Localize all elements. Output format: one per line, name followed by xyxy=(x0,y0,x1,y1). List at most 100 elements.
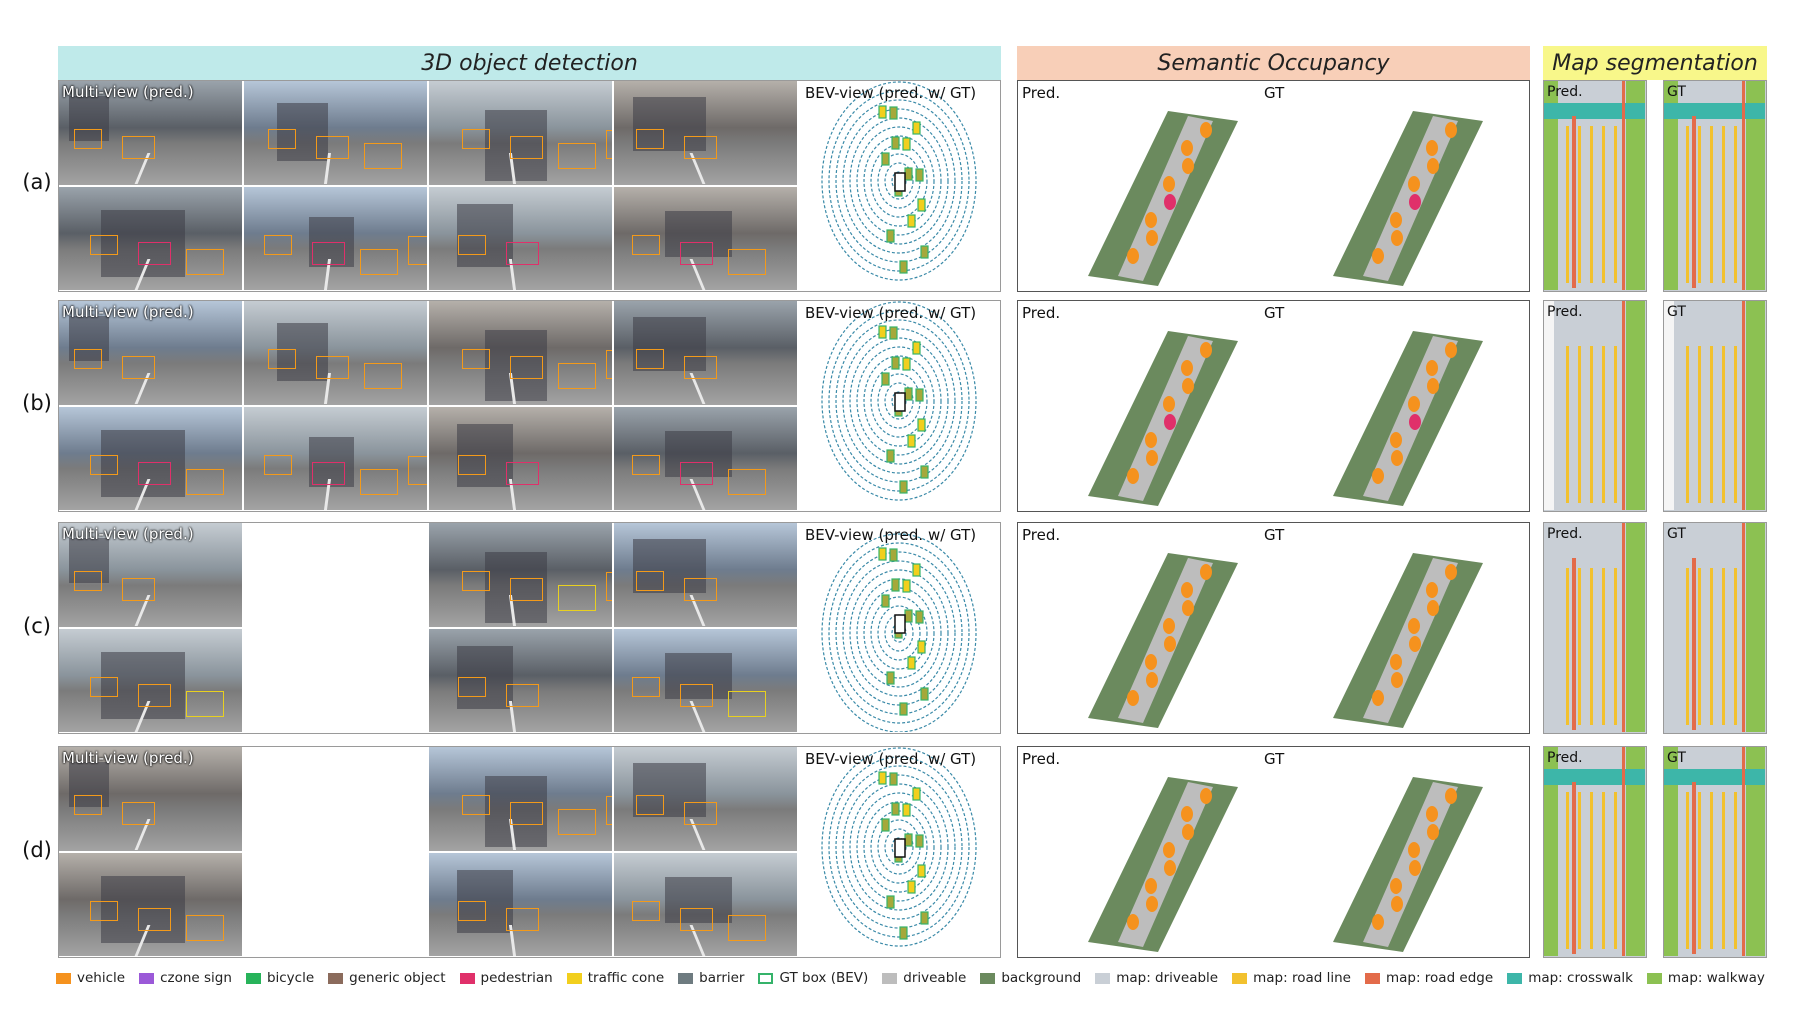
detection-box xyxy=(558,143,596,169)
building-shape xyxy=(665,210,732,257)
legend-item: traffic cone xyxy=(566,970,664,986)
road-line xyxy=(1734,126,1737,283)
walkway-region xyxy=(1626,747,1645,956)
road-edge xyxy=(1622,81,1625,290)
bev-box xyxy=(915,168,924,182)
lidar-ring xyxy=(884,828,914,866)
detection-box xyxy=(636,795,664,815)
map-pred-panel: Pred. xyxy=(1543,522,1647,734)
legend-label: map: road line xyxy=(1253,970,1351,986)
building-shape xyxy=(633,97,706,151)
detection-box xyxy=(728,468,766,495)
walkway-region xyxy=(1746,301,1765,510)
camera-view xyxy=(244,852,427,956)
detection-box xyxy=(364,143,402,169)
legend-label: map: crosswalk xyxy=(1528,970,1633,986)
road-line xyxy=(1614,568,1617,725)
legend-swatch xyxy=(56,972,71,984)
occupancy-panel: Pred.GT xyxy=(1017,300,1530,512)
road-line xyxy=(1602,792,1605,949)
legend-label: bicycle xyxy=(266,970,315,986)
building-shape xyxy=(101,429,185,497)
occupancy-gt-label: GT xyxy=(1264,526,1285,544)
camera-view xyxy=(59,186,242,290)
detection-box xyxy=(606,796,612,825)
camera-view xyxy=(429,186,612,290)
building-shape xyxy=(101,651,185,719)
vehicle-voxel xyxy=(1127,468,1139,484)
legend-swatch xyxy=(139,972,155,984)
camera-view xyxy=(429,81,612,185)
detection-box xyxy=(364,363,402,389)
vehicle-voxel xyxy=(1445,564,1457,580)
vehicle-voxel xyxy=(1408,396,1420,412)
detection-box xyxy=(268,349,296,369)
vehicle-voxel xyxy=(1146,672,1158,688)
bev-box xyxy=(902,357,911,371)
vehicle-voxel xyxy=(1181,806,1193,822)
occupancy-panel: Pred.GT xyxy=(1017,746,1530,958)
bev-box xyxy=(899,702,908,716)
map-pred-panel: Pred. xyxy=(1543,300,1647,512)
occupancy-pred xyxy=(1088,331,1238,506)
map-render xyxy=(1664,747,1765,956)
lidar-ring xyxy=(835,551,963,715)
detection-box xyxy=(138,241,171,265)
detection-box xyxy=(90,676,118,697)
map-gt-panel: GT xyxy=(1663,522,1767,734)
vehicle-voxel xyxy=(1146,450,1158,466)
legend-label: czone sign xyxy=(160,970,232,986)
header-semantic-occupancy: Semantic Occupancy xyxy=(1017,46,1530,80)
lidar-ring xyxy=(849,117,949,245)
camera-view xyxy=(429,628,612,732)
map-pred-panel: Pred. xyxy=(1543,80,1647,292)
detection-box xyxy=(728,914,766,941)
bev-box xyxy=(917,640,926,654)
bev-box xyxy=(899,480,908,494)
legend-label: driveable xyxy=(903,970,967,986)
detection-panel: Multi-view (pred.)BEV-view (pred. w/ GT) xyxy=(58,522,1001,734)
road-line xyxy=(1578,346,1581,503)
vehicle-voxel xyxy=(1163,396,1175,412)
vehicle-voxel xyxy=(1145,432,1157,448)
bev-box xyxy=(912,341,921,355)
detection-box xyxy=(74,571,102,591)
building-shape xyxy=(69,96,109,141)
road-edge xyxy=(1692,558,1696,730)
legend-item: map: road line xyxy=(1232,970,1351,986)
building-shape xyxy=(665,652,732,699)
legend-swatch xyxy=(328,972,344,984)
bev-box xyxy=(907,214,916,228)
bev-box xyxy=(891,802,900,816)
bev-label: BEV-view (pred. w/ GT) xyxy=(805,304,977,322)
lidar-ring xyxy=(821,301,977,501)
legend-swatch xyxy=(1364,972,1380,984)
lidar-ring xyxy=(863,801,935,893)
vehicle-voxel xyxy=(1145,878,1157,894)
road-line xyxy=(1722,568,1725,725)
road-line xyxy=(1734,792,1737,949)
building-shape xyxy=(485,552,547,623)
offmap-region xyxy=(1544,301,1554,510)
road-edge xyxy=(1692,116,1696,288)
detection-box xyxy=(632,900,660,921)
road-line xyxy=(1710,126,1713,283)
detection-box xyxy=(312,461,345,485)
map-render xyxy=(1544,81,1645,290)
detection-box xyxy=(462,349,490,369)
road-line xyxy=(1710,346,1713,503)
camera-view xyxy=(244,628,427,732)
detection-box xyxy=(138,461,171,485)
legend-swatch xyxy=(1095,972,1111,984)
map-pred-label: Pred. xyxy=(1547,304,1583,320)
camera-view xyxy=(59,523,242,627)
detection-box xyxy=(186,914,224,941)
vehicle-voxel xyxy=(1372,914,1384,930)
vehicle-voxel xyxy=(1163,176,1175,192)
vehicle-voxel xyxy=(1146,896,1158,912)
occupancy-pred-label: Pred. xyxy=(1022,750,1061,768)
lidar-ring xyxy=(884,382,914,420)
bev-box xyxy=(917,418,926,432)
map-render xyxy=(1544,301,1645,510)
lidar-ring xyxy=(821,747,977,947)
